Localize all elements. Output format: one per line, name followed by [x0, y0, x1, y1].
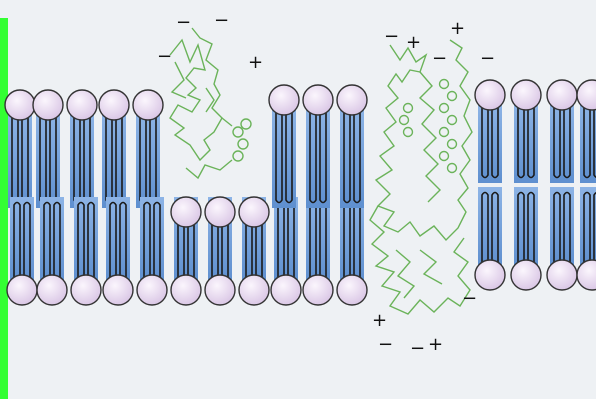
charge-minus: − — [432, 48, 447, 69]
lipid-head — [99, 90, 129, 120]
lipid-head — [137, 275, 167, 305]
lipid-head — [511, 80, 541, 110]
lipid-head — [337, 85, 367, 115]
lipid-head — [547, 80, 577, 110]
lipid-head — [5, 90, 35, 120]
protein-right — [370, 40, 472, 314]
lipid-head — [337, 275, 367, 305]
lipid-head — [103, 275, 133, 305]
charge-minus: − — [410, 338, 425, 359]
lipid-head — [7, 275, 37, 305]
charge-plus: + — [428, 334, 443, 355]
charge-minus: − — [378, 334, 393, 355]
lipid-head — [171, 275, 201, 305]
charge-plus: + — [248, 52, 263, 73]
lipid-head — [133, 90, 163, 120]
lipid-head — [577, 260, 596, 290]
charge-plus: + — [406, 32, 421, 53]
protein-left — [170, 28, 251, 178]
charge-plus: + — [372, 310, 387, 331]
lipid-head — [547, 260, 577, 290]
lipid-head — [303, 275, 333, 305]
lipid-head — [271, 275, 301, 305]
lipid-head — [71, 275, 101, 305]
charge-minus: − — [462, 288, 477, 309]
lipid-head — [475, 80, 505, 110]
lipid-head — [577, 80, 596, 110]
lipid-head — [269, 85, 299, 115]
lipid-head — [475, 260, 505, 290]
lipid-bilayer-middle — [171, 85, 367, 227]
lipid-head — [239, 275, 269, 305]
lipid-head — [67, 90, 97, 120]
charge-minus: − — [176, 12, 191, 33]
charge-plus: + — [450, 18, 465, 39]
lipid-head — [33, 90, 63, 120]
lipid-head — [205, 275, 235, 305]
lipid-bilayer-right — [475, 80, 596, 290]
lipid-head — [511, 260, 541, 290]
lipid-head — [205, 197, 235, 227]
lipid-head — [239, 197, 269, 227]
charge-minus: − — [384, 26, 399, 47]
lipid-head — [303, 85, 333, 115]
charge-minus: − — [480, 48, 495, 69]
lipid-head — [171, 197, 201, 227]
lipid-head — [37, 275, 67, 305]
charge-minus: − — [214, 10, 229, 31]
charge-minus: − — [157, 46, 172, 67]
